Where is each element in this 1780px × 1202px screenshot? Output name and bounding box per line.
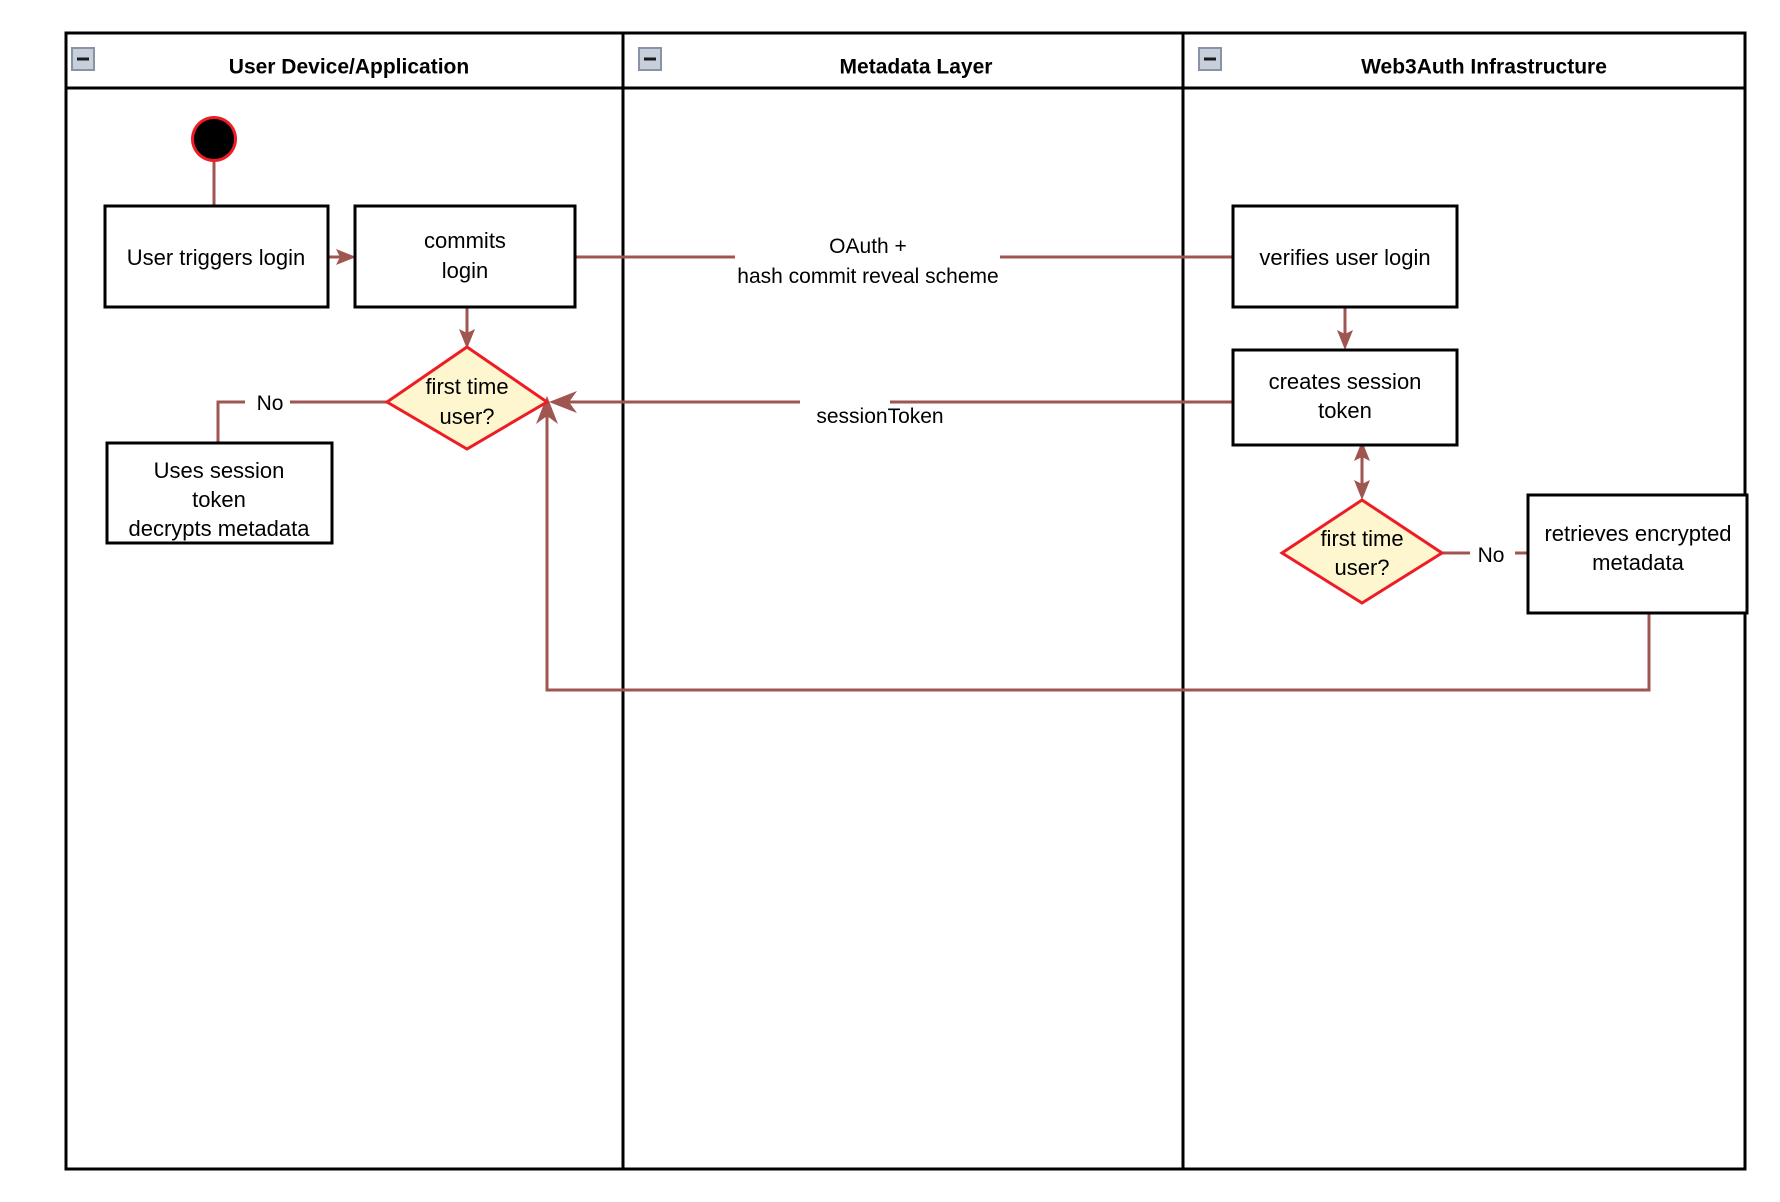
node-verifies-user-login[interactable]: verifies user login (1231, 204, 1459, 309)
edge-labels: OAuth + hash commit reveal scheme sessio… (257, 235, 1505, 567)
lane-header-metadata[interactable]: Metadata Layer (638, 47, 993, 79)
arrowhead-user-triggers-to-commits (336, 249, 356, 265)
node-uses-session-token-line-3: decrypts metadata (129, 516, 311, 541)
lane-header-web3auth[interactable]: Web3Auth Infrastructure (1198, 47, 1607, 79)
decision-left-line-1: first time (425, 374, 508, 399)
arrowhead-up-creates-to-decision-right (1354, 441, 1370, 461)
swimlane-outer-border (64, 31, 1747, 1171)
node-creates-session-token[interactable]: creates session token (1231, 348, 1459, 447)
node-uses-session-token-line-2: token (192, 487, 246, 512)
node-user-triggers-login-line-1: User triggers login (127, 245, 306, 270)
node-creates-session-token-line-2: token (1318, 398, 1372, 423)
node-uses-session-token-line-1: Uses session (154, 458, 285, 483)
lane-title-user-device: User Device/Application (229, 56, 469, 79)
arrowhead-verifies-to-creates (1337, 330, 1353, 350)
flow-no-to-uses-session-token (216, 400, 245, 443)
decision-first-time-user-left[interactable]: first time user? (384, 345, 550, 451)
arrowhead-down-creates-to-decision-right (1354, 480, 1370, 500)
decision-left-line-2: user? (439, 404, 494, 429)
decision-right-line-2: user? (1334, 555, 1389, 580)
edge-label-session-token: sessionToken (816, 405, 943, 428)
collapse-minus-square-icon-lane-3[interactable] (1198, 47, 1222, 71)
edge-label-oauth-line-1: OAuth + (829, 235, 907, 258)
node-commits-login[interactable]: commits login (353, 204, 577, 309)
flow-retrieves-return-to-decision-left (545, 415, 1651, 692)
node-commits-login-line-1: commits (424, 228, 506, 253)
collapse-minus-square-icon-lane-1[interactable] (71, 47, 95, 71)
edge-label-no-left: No (257, 392, 284, 415)
node-verifies-user-login-line-1: verifies user login (1259, 245, 1430, 270)
flow-edges (212, 162, 1651, 692)
arrowhead-commits-to-decision-left (459, 329, 475, 349)
node-retrieves-encrypted-metadata-line-2: metadata (1592, 550, 1684, 575)
decision-first-time-user-right[interactable]: first time user? (1279, 498, 1445, 605)
node-commits-login-line-2: login (442, 258, 488, 283)
node-uses-session-token[interactable]: Uses session token decrypts metadata (105, 441, 334, 545)
node-retrieves-encrypted-metadata-line-1: retrieves encrypted (1544, 521, 1731, 546)
node-creates-session-token-line-1: creates session (1269, 369, 1422, 394)
initial-node[interactable] (191, 116, 237, 162)
lane-title-web3auth: Web3Auth Infrastructure (1361, 56, 1607, 79)
edge-label-oauth-line-2: hash commit reveal scheme (737, 265, 998, 288)
collapse-minus-square-icon-lane-2[interactable] (638, 47, 662, 71)
arrowhead-return-to-decision-left (536, 396, 558, 424)
node-user-triggers-login[interactable]: User triggers login (103, 204, 330, 309)
arrowhead-session-token-to-decision-left (549, 391, 577, 413)
edge-label-no-right: No (1478, 544, 1505, 567)
swimlane-frame (64, 31, 1747, 1171)
lane-header-user-device[interactable]: User Device/Application (71, 47, 469, 79)
lane-title-metadata: Metadata Layer (840, 56, 993, 79)
decision-right-line-1: first time (1320, 526, 1403, 551)
node-retrieves-encrypted-metadata[interactable]: retrieves encrypted metadata (1526, 493, 1749, 615)
